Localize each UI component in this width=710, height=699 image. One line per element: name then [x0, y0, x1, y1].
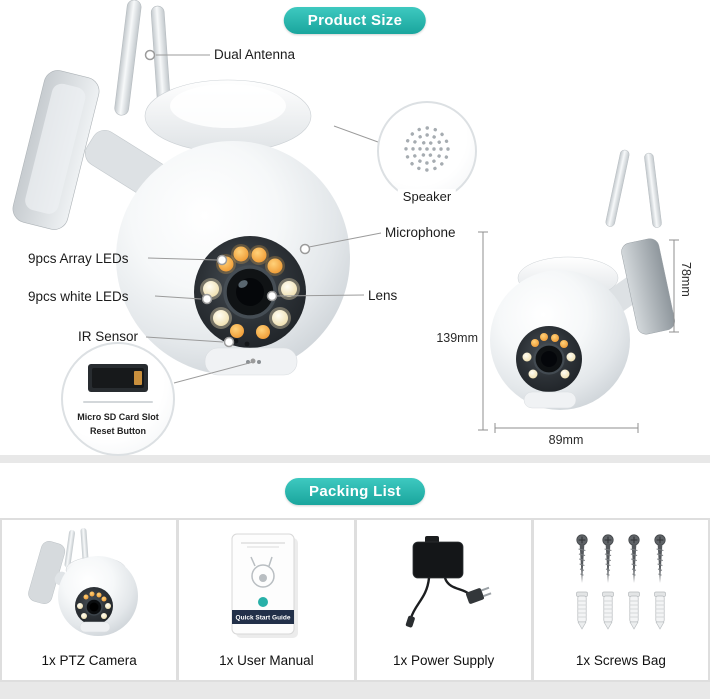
microphone-label: Microphone [385, 225, 456, 240]
packing-item-camera: 1x PTZ Camera [2, 520, 177, 680]
product-size-title: Product Size [283, 7, 427, 34]
packing-item-power: 1x Power Supply [356, 520, 531, 680]
callout-line-ir-sensor [145, 336, 235, 348]
callout-lines-overlay [144, 49, 679, 433]
dual-antenna-label: Dual Antenna [214, 47, 296, 62]
width-dimension: 89mm [548, 433, 584, 447]
sd-card-slot-graphic [88, 364, 148, 392]
power-supply-icon [405, 536, 492, 628]
lens-label: Lens [368, 288, 398, 303]
array-leds-label: 9pcs Array LEDs [28, 251, 129, 266]
packing-list-section: Packing List [0, 478, 710, 699]
callout-line-dual-antenna [144, 49, 210, 61]
depth-dimension: 78mm [679, 262, 693, 297]
sd-card-inset: Micro SD Card Slot Reset Button [61, 342, 175, 456]
callout-line-speaker [333, 125, 379, 143]
main-camera-illustration [12, 0, 350, 376]
speaker-inset [377, 101, 477, 201]
reset-button-label: Reset Button [90, 426, 146, 436]
speaker-holes-graphic [404, 126, 450, 172]
packing-item-manual: Quick Start Guide 1x User Manual [179, 520, 354, 680]
packing-cards: 1x PTZ Camera Quick Start Guide [0, 518, 710, 682]
callout-line-microphone [299, 232, 382, 255]
callout-line-sd-slot [173, 358, 256, 384]
ptz-camera-icon [28, 528, 139, 636]
user-manual-icon: Quick Start Guide [231, 533, 299, 638]
reset-button-slot-graphic [83, 401, 153, 403]
packing-item-label: 1x Screws Bag [575, 653, 666, 668]
packing-item-label: 1x User Manual [219, 653, 314, 668]
speaker-label: Speaker [397, 189, 457, 204]
packing-item-screws: 1x Screws Bag [533, 520, 708, 680]
sd-slot-label: Micro SD Card Slot [77, 412, 159, 422]
packing-item-label: 1x PTZ Camera [41, 653, 137, 668]
callout-line-lens [266, 290, 365, 302]
ir-sensor-label: IR Sensor [78, 329, 139, 344]
dimension-lines [478, 231, 679, 433]
packing-item-label: 1x Power Supply [392, 653, 495, 668]
white-leds-label: 9pcs white LEDs [28, 289, 129, 304]
camera-top-cap [144, 79, 312, 153]
callout-line-array-leds [147, 254, 228, 266]
callout-line-white-leds [154, 293, 213, 305]
height-dimension: 139mm [436, 331, 478, 345]
ir-sensor-dot [233, 338, 239, 344]
bottom-strip [0, 682, 710, 699]
packing-list-title: Packing List [285, 478, 425, 505]
manual-cover-text: Quick Start Guide [236, 615, 291, 622]
screws-bag-icon [575, 534, 666, 630]
product-size-section: Product Size [12, 0, 693, 456]
section-divider [0, 455, 710, 463]
small-camera-illustration [490, 149, 675, 410]
